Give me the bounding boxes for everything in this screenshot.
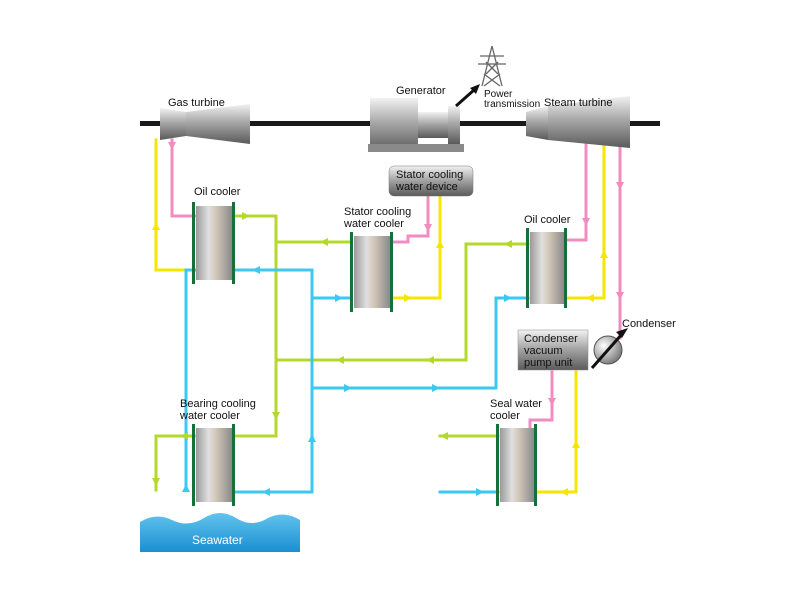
flow-arrows [152, 142, 624, 496]
pink-lines [170, 138, 622, 432]
condenser [590, 328, 628, 369]
arrow-icon [252, 266, 260, 274]
arrow-icon [600, 250, 608, 258]
label-bearing-cooling-water-cooler: Bearing cooling water cooler [180, 398, 256, 422]
steam-turbine [526, 96, 630, 148]
arrow-icon [548, 398, 556, 406]
arrow-icon [152, 222, 160, 230]
gas-turbine [160, 104, 250, 144]
label-gas-turbine: Gas turbine [168, 97, 225, 109]
arrow-icon [152, 478, 160, 486]
arrow-icon [560, 488, 568, 496]
arrow-icon [336, 356, 344, 364]
arrow-icon [582, 218, 590, 226]
arrow-icon [335, 294, 343, 302]
label-oil-cooler-left: Oil cooler [194, 186, 241, 198]
arrow-icon [476, 488, 484, 496]
arrow-icon [436, 240, 444, 248]
label-condenser-vacuum-pump-unit: Condenser vacuum pump unit [524, 333, 578, 369]
arrow-icon [272, 412, 280, 420]
arrow-icon [182, 484, 190, 492]
label-condenser: Condenser [622, 318, 676, 330]
seawater [140, 513, 300, 552]
label-generator: Generator [396, 85, 446, 97]
generator [368, 98, 464, 152]
arrow-icon [504, 240, 512, 248]
label-stator-cooling-water-cooler: Stator cooling water cooler [344, 206, 412, 230]
stator-cooling-water-cooler [350, 232, 393, 312]
arrow-icon [404, 294, 412, 302]
arrow-icon [180, 432, 188, 440]
oil-cooler-left [192, 202, 235, 284]
arrow-icon [426, 356, 434, 364]
arrow-icon [432, 384, 440, 392]
label-oil-cooler-right: Oil cooler [524, 214, 571, 226]
arrow-icon [262, 488, 270, 496]
condenser-vacuum-pump-unit [517, 329, 589, 371]
oil-cooler-right [526, 228, 567, 308]
label-power-transmission: Power transmission [484, 89, 541, 110]
transmission-tower-icon [478, 45, 506, 87]
yellow-green-lines [154, 214, 530, 492]
arrow-icon [616, 292, 624, 300]
arrow-icon [344, 384, 352, 392]
label-seal-water-cooler: Seal water cooler [490, 398, 542, 422]
arrow-icon [320, 238, 328, 246]
power-arrow-icon [455, 84, 480, 108]
seal-water-cooler [496, 424, 537, 506]
arrow-icon [242, 212, 250, 220]
yellow-lines [154, 138, 606, 494]
arrow-icon [504, 294, 512, 302]
arrow-icon [308, 434, 316, 442]
arrow-icon [616, 182, 624, 190]
arrow-icon [168, 142, 176, 150]
arrow-icon [440, 432, 448, 440]
arrow-icon [586, 294, 594, 302]
bearing-cooling-water-cooler [192, 424, 235, 506]
stator-cooling-water-device [388, 165, 474, 197]
arrow-icon [424, 224, 432, 232]
label-steam-turbine: Steam turbine [544, 97, 613, 109]
label-stator-cooling-water-device: Stator cooling water device [396, 169, 464, 193]
label-seawater: Seawater [192, 533, 243, 547]
arrow-icon [572, 440, 580, 448]
